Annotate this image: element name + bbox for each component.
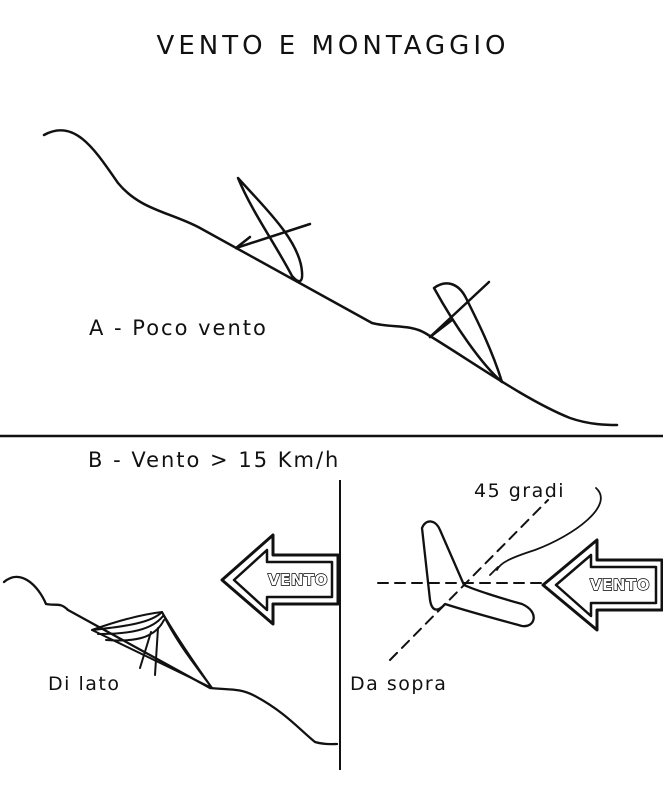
wind-arrow-side: VENTO	[220, 533, 340, 626]
side-view-label: Di lato	[48, 673, 120, 695]
glider-keel-upper	[234, 222, 312, 250]
hang-glider-side	[91, 611, 213, 689]
glider-wing-lower	[432, 282, 504, 384]
hang-glider-upper	[234, 176, 312, 283]
angle-45-dashed	[389, 499, 549, 661]
section-b-label: B - Vento > 15 Km/h	[88, 448, 340, 472]
hill-slope-b	[2, 575, 339, 746]
side-view-illustration	[2, 575, 339, 746]
glider-strut-lower	[428, 318, 454, 339]
angle-callout-leader	[496, 487, 602, 571]
hang-glider-lower	[428, 280, 504, 384]
top-view-illustration	[377, 487, 602, 661]
hill-slope-a	[42, 129, 619, 427]
wind-arrow-top-label: VENTO	[590, 576, 650, 594]
angle-label: 45 gradi	[474, 480, 565, 502]
wind-arrow-top-inner	[554, 553, 658, 618]
hang-glider-top	[420, 520, 535, 628]
wind-arrow-top: VENTO	[541, 538, 663, 632]
section-a-label: A - Poco vento	[89, 316, 268, 340]
glider-strut-upper	[234, 235, 252, 250]
glider-side-batten-3	[105, 619, 165, 642]
glider-wing-upper	[236, 176, 304, 283]
angle-callout-tick	[489, 566, 499, 576]
wind-arrow-side-label: VENTO	[268, 571, 328, 589]
section-a-illustration	[42, 129, 619, 427]
wind-arrow-side-outline	[220, 533, 340, 626]
wind-arrow-top-outline	[541, 538, 663, 632]
diagram-title: VENTO E MONTAGGIO	[157, 31, 510, 61]
glider-side-batten-2	[97, 615, 164, 635]
glider-side-strut-1	[139, 631, 152, 669]
glider-side-batten-1	[91, 611, 163, 631]
glider-side-strut-2	[154, 627, 159, 676]
top-view-label: Da sopra	[350, 673, 447, 695]
wind-arrow-side-inner	[232, 548, 334, 612]
glider-side-leading-edge	[161, 611, 213, 689]
